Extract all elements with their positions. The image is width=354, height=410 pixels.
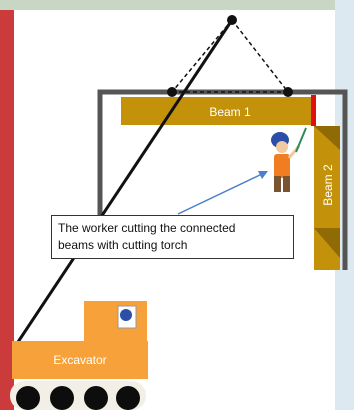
excavator-label: Excavator	[53, 353, 106, 367]
beam-1	[121, 97, 314, 125]
rigging-sling-left	[171, 19, 233, 93]
operator-icon	[120, 309, 132, 321]
beam-2-bottom-bracket	[314, 228, 340, 258]
callout-line-2: beams with cutting torch	[58, 238, 188, 252]
excavator-body	[12, 341, 148, 379]
background-top-edge	[0, 0, 354, 10]
callout-arrow	[177, 173, 263, 215]
cut-mark	[311, 95, 316, 126]
beam-2-top-bracket	[314, 126, 340, 150]
worker-body	[274, 154, 290, 178]
worker-leg-right	[283, 176, 290, 192]
track-wheel-4	[116, 386, 140, 410]
worker-figure	[271, 127, 307, 192]
rigging-sling-right	[231, 19, 289, 93]
lift-point-right	[283, 87, 293, 97]
worker-head	[276, 141, 288, 153]
worker-leg-left	[274, 176, 281, 192]
callout-arrowhead	[258, 171, 268, 179]
callout-line-1: The worker cutting the connected	[58, 221, 236, 235]
track-wheel-1	[16, 386, 40, 410]
lift-point-left	[167, 87, 177, 97]
cutting-torch	[295, 127, 307, 153]
track-wheel-2	[50, 386, 74, 410]
excavator-cab	[84, 301, 147, 341]
background-left-edge	[0, 0, 14, 410]
beam-2-label: Beam 2	[321, 164, 335, 206]
worker-callout: The worker cutting the connected beams w…	[51, 215, 294, 259]
crane-hook	[227, 15, 237, 25]
track-wheel-3	[84, 386, 108, 410]
track-frame	[10, 381, 146, 410]
beam-1-label: Beam 1	[209, 105, 251, 119]
crane-boom-cable	[12, 19, 234, 349]
